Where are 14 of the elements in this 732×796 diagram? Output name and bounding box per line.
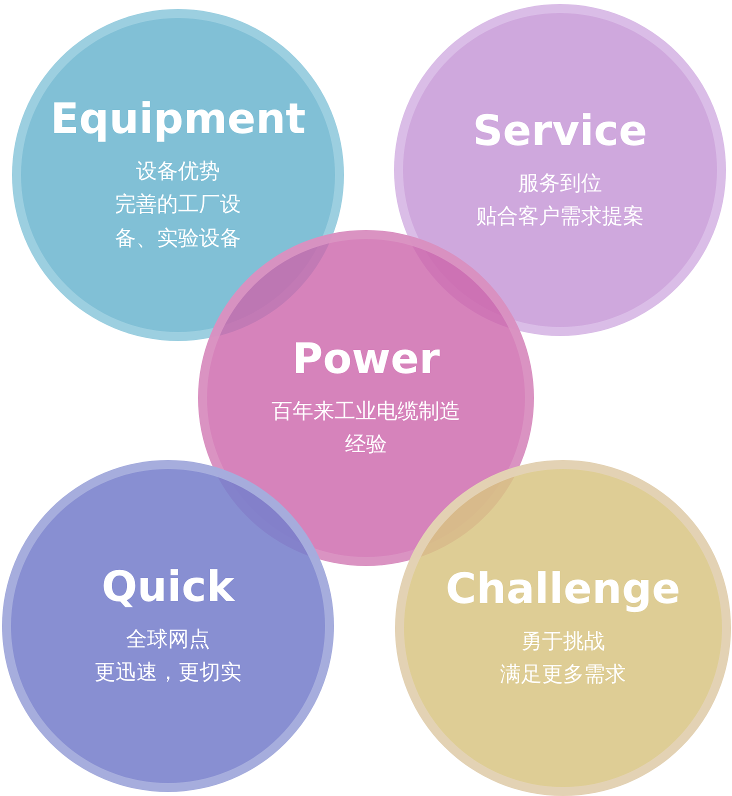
circle-title: Challenge [446, 564, 680, 615]
circle-text: 完善的工厂设备、实验设备 [114, 191, 242, 252]
circle-text: 贴合客户需求提案 [476, 203, 644, 230]
circle-text: 百年来工业电缆制造经验 [271, 398, 461, 458]
circle-text: 设备优势 [136, 158, 220, 185]
circle-title: Power [292, 334, 440, 385]
circle-text: 全球网点 [126, 626, 210, 653]
circle-title: Equipment [50, 94, 306, 145]
circle-title: Quick [102, 562, 234, 613]
circle-text: 勇于挑战 [521, 628, 605, 655]
circle-text: 满足更多需求 [500, 661, 626, 688]
circle-text: 更迅速，更切实 [94, 659, 242, 686]
circle-title: Service [472, 106, 648, 157]
circle-text: 服务到位 [518, 170, 602, 197]
